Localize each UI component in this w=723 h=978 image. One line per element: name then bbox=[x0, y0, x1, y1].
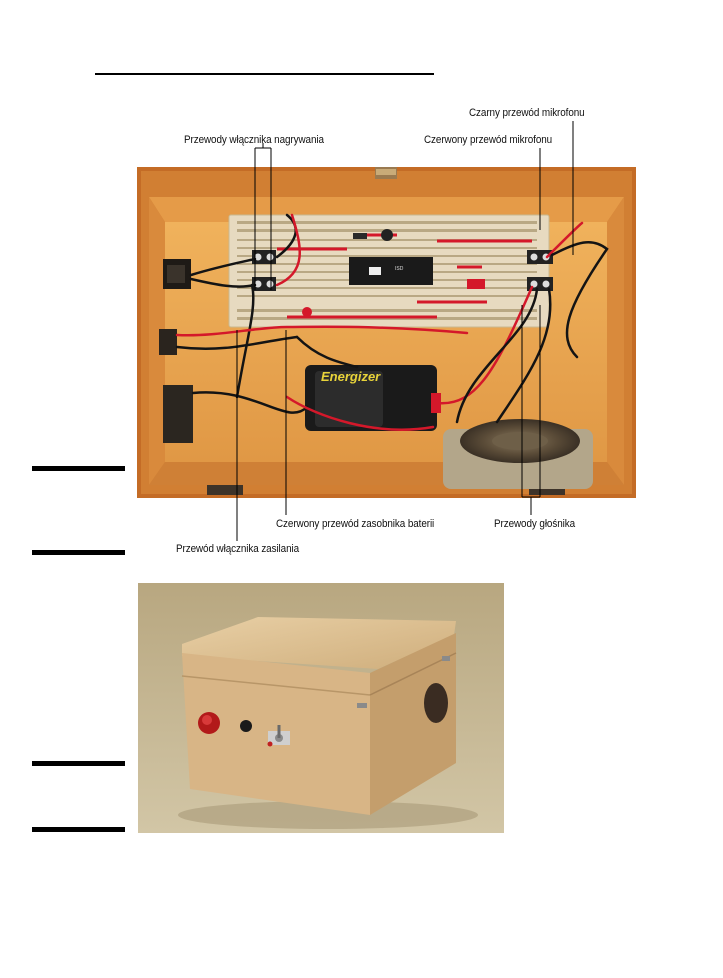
margin-rule-1 bbox=[32, 466, 125, 471]
battery-brand: Energizer bbox=[321, 369, 381, 384]
toggle-switch-back bbox=[163, 385, 193, 443]
left-wall bbox=[149, 197, 165, 485]
closed-box-photo bbox=[138, 583, 504, 833]
breadboard-jumpers bbox=[277, 233, 532, 319]
callout-power-switch-wire: Przewód włącznika zasilania bbox=[176, 543, 300, 555]
callout-speaker-wires: Przewody głośnika bbox=[494, 518, 576, 530]
jack bbox=[240, 720, 252, 732]
margin-rule-3 bbox=[32, 761, 125, 766]
margin-rule-4 bbox=[32, 827, 125, 832]
box-side bbox=[370, 633, 456, 815]
callout-mic-red-wire: Czerwony przewód mikrofonu bbox=[424, 134, 553, 146]
box-lid bbox=[182, 617, 456, 669]
voice-chip bbox=[349, 257, 433, 285]
right-wall bbox=[607, 197, 624, 485]
chip-marking: ISD bbox=[395, 266, 404, 272]
margin-rule-2 bbox=[32, 550, 125, 555]
closed-box-illustration bbox=[138, 583, 504, 833]
speaker-hole bbox=[424, 683, 448, 723]
wires bbox=[175, 213, 609, 431]
box-interior-photo: ISD Energizer bbox=[137, 167, 636, 498]
callout-record-switch-wires: Przewody włącznika nagrywania bbox=[184, 134, 324, 146]
header-rule bbox=[95, 73, 434, 75]
callout-battery-red-wire: Czerwony przewód zasobnika baterii bbox=[276, 518, 435, 530]
terminal-blocks bbox=[252, 250, 553, 291]
callout-mic-black-wire: Czarny przewód mikrofonu bbox=[469, 107, 585, 119]
box-interior-illustration: ISD Energizer bbox=[137, 167, 636, 498]
